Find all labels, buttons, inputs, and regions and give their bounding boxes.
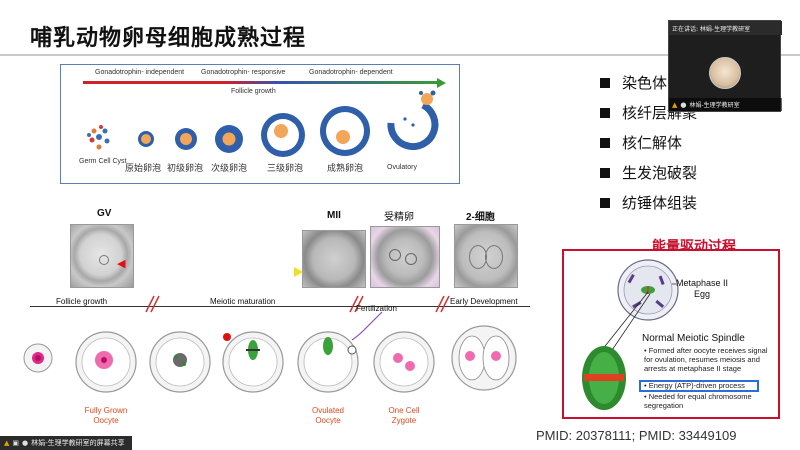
participant-name-bar: ▲ ● 林娟-生理学教研室 — [669, 98, 782, 111]
two-cell-micrograph — [454, 224, 518, 288]
label-mii: MII — [327, 210, 341, 221]
phase-early-development: Early Development — [450, 297, 518, 306]
pronucleus — [389, 249, 401, 261]
caption-germ-cell-cyst: Germ Cell Cyst — [79, 158, 127, 165]
participant-avatar — [709, 57, 741, 89]
slide-title: 哺乳动物卵母细胞成熟过程 — [30, 26, 307, 51]
follicle-stages-illustration — [87, 90, 439, 157]
gradient-arrow-icon — [437, 78, 446, 88]
bullet-square-icon — [600, 137, 610, 148]
label-gv: GV — [97, 208, 112, 219]
germ-cell-cyst-icon — [87, 125, 110, 150]
schematic-small-oocyte — [23, 343, 53, 373]
caption-tertiary: 三级卵泡 — [267, 164, 304, 174]
phase-follicle-growth: Follicle growth — [56, 297, 108, 306]
mii-egg-micrograph — [294, 230, 366, 288]
zygote-micrograph — [370, 226, 440, 288]
bullet-item: 染色体 — [600, 72, 667, 93]
fertilization-label: Fertilization — [356, 304, 397, 313]
blastomere — [485, 245, 503, 269]
schematic-mii-oocyte — [297, 331, 359, 393]
normal-spindle-icon — [582, 346, 626, 410]
bullet-item: 核仁解体 — [600, 132, 682, 153]
participant-video-tile[interactable]: 正在讲话: 林娟-生理学教研室 ▲ ● 林娟-生理学教研室 — [668, 20, 782, 112]
primordial-follicle-icon — [138, 131, 154, 147]
atp-highlight-box: • Energy (ATP)-driven process — [639, 380, 759, 392]
gv-oocyte-micrograph: ◀ — [70, 224, 134, 288]
follicle-development-figure: Gonadotrophin- independent Gonadotrophin… — [60, 64, 460, 184]
schematic-mi-oocyte — [222, 331, 284, 393]
tertiary-follicle-icon — [261, 113, 305, 157]
pmid-citation: PMID: 20378111; PMID: 33449109 — [536, 428, 737, 443]
stage-label-independent: Gonadotrophin- independent — [95, 69, 185, 76]
schematic-one-cell-zygote — [373, 331, 435, 393]
schematic-fully-grown-oocyte — [75, 331, 137, 393]
stage-label-dependent: Gonadotrophin- dependent — [309, 69, 393, 76]
bullet-square-icon — [600, 167, 610, 178]
label-zygote-cn: 受精卵 — [384, 212, 414, 223]
label-two-cell: 2-细胞 — [466, 212, 495, 223]
microphone-icon: ● — [22, 439, 29, 447]
host-icon: ▲ — [672, 100, 678, 109]
pronucleus — [405, 253, 417, 265]
schematic-two-cell-embryo — [451, 325, 517, 391]
germinal-vesicle — [99, 255, 109, 265]
primary-follicle-icon — [175, 128, 197, 150]
stage-label-responsive: Gonadotrophin- responsive — [201, 69, 286, 76]
secondary-follicle-icon — [215, 125, 243, 153]
microphone-icon: ● — [680, 100, 687, 109]
bullet-square-icon — [600, 107, 610, 118]
red-arrow-icon: ◀ — [117, 257, 126, 270]
phase-meiotic-maturation: Meiotic maturation — [210, 297, 276, 306]
speaking-indicator: 正在讲话: 林娟-生理学教研室 — [669, 21, 782, 35]
caption-ovulatory: Ovulatory — [387, 164, 417, 171]
bullet-square-icon — [600, 77, 610, 88]
bullet-square-icon — [600, 197, 610, 208]
ovulatory-follicle-icon — [387, 90, 439, 150]
caption-secondary: 次级卵泡 — [211, 164, 248, 174]
bullet-item: 生发泡破裂 — [600, 162, 697, 183]
bullet-item: 纺锤体组装 — [600, 192, 697, 213]
screen-share-icon: ▣ — [12, 439, 20, 447]
chromosome-segregation-note: • Needed for equal chromosome segregatio… — [644, 392, 752, 410]
host-icon: ▲ — [4, 439, 10, 447]
caption-primary: 初级卵泡 — [167, 164, 204, 174]
caption-primordial: 原始卵泡 — [125, 164, 162, 174]
screen-share-bar[interactable]: ▲ ▣ ● 林娟-生理学教研室的屏幕共享 — [0, 436, 132, 450]
atp-note: • Energy (ATP)-driven process — [644, 381, 745, 390]
gonadotrophin-gradient-bar — [83, 81, 438, 84]
phase-timeline — [30, 306, 530, 307]
title-divider — [0, 54, 800, 56]
follicle-growth-label: Follicle growth — [231, 88, 276, 95]
normal-spindle-heading: Normal Meiotic Spindle — [642, 333, 745, 344]
caption-mature: 成熟卵泡 — [327, 164, 364, 174]
metaphase-ii-egg-icon — [617, 259, 679, 321]
mature-follicle-icon — [320, 106, 370, 156]
schematic-gvbd-oocyte — [149, 331, 211, 393]
yellow-arrow-icon — [294, 267, 303, 277]
spindle-formation-note: • Formed after oocyte receives signal fo… — [644, 346, 768, 373]
